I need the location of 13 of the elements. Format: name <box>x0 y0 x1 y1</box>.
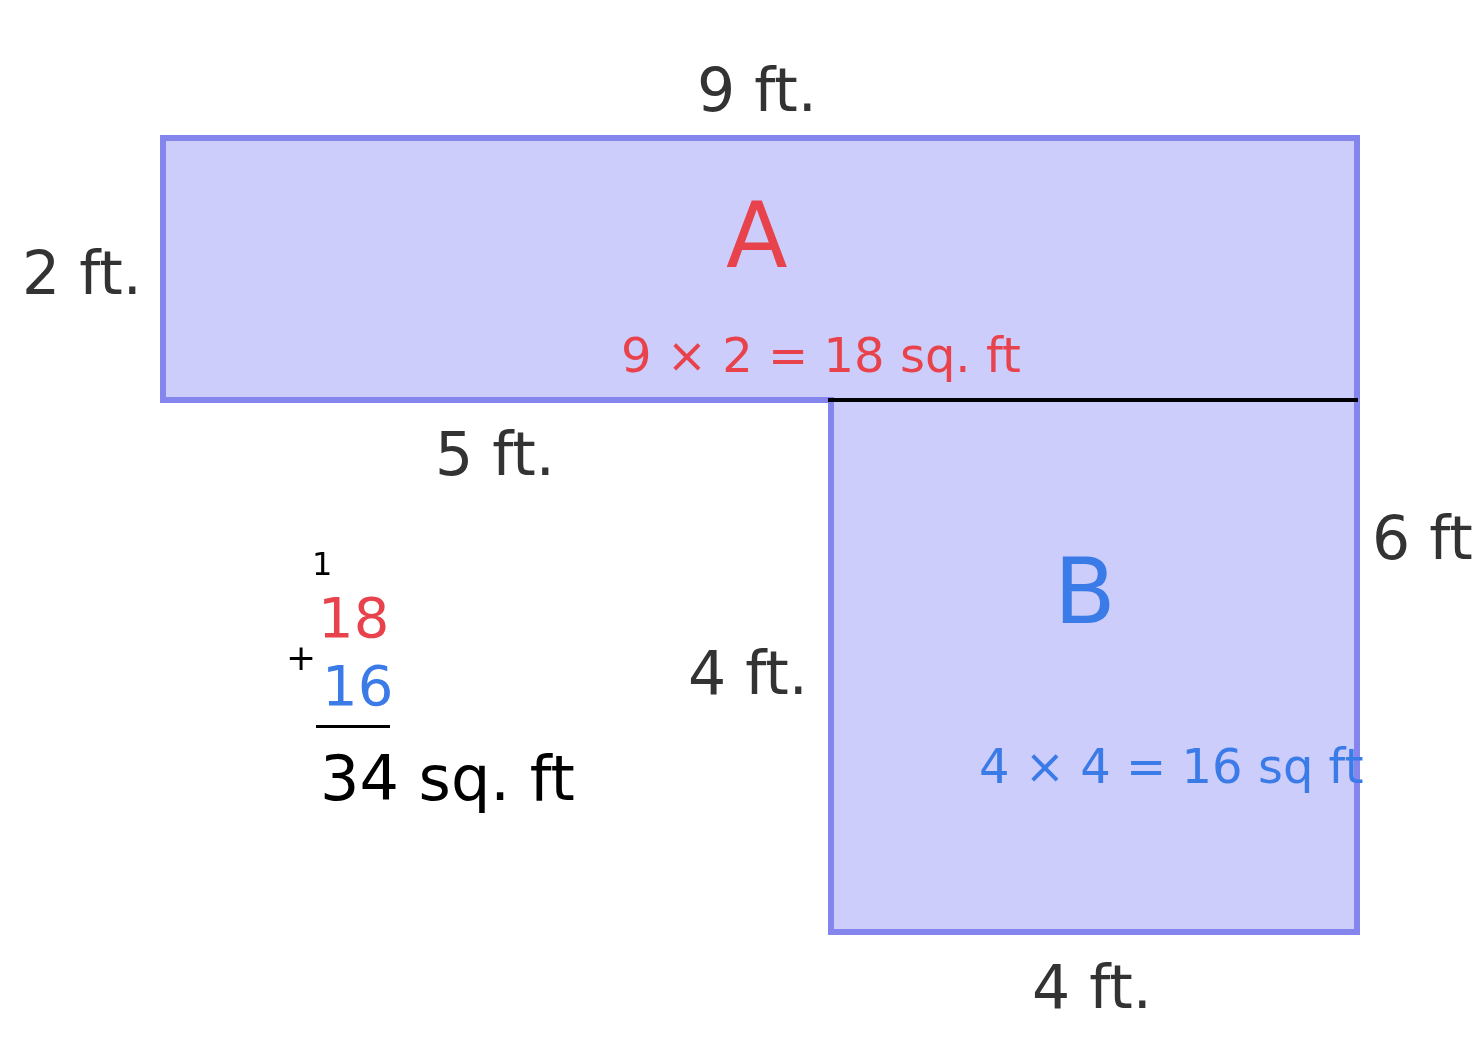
addend: 18 <box>318 590 390 646</box>
dimension-label: 2 ft. <box>22 243 142 303</box>
dimension-label: 4 ft. <box>1032 957 1152 1017</box>
dimension-label: 9 ft. <box>697 60 817 120</box>
region-letter: A <box>726 191 788 281</box>
dimension-label: 6 ft <box>1372 508 1473 568</box>
dimension-label: 4 ft. <box>688 643 808 703</box>
region-letter: B <box>1054 547 1116 637</box>
carry-digit: 1 <box>312 548 333 580</box>
rectangle-region <box>160 135 1360 403</box>
plus-sign: + <box>286 640 317 676</box>
dimension-label: 5 ft. <box>435 424 555 484</box>
addend: 16 <box>322 658 394 714</box>
